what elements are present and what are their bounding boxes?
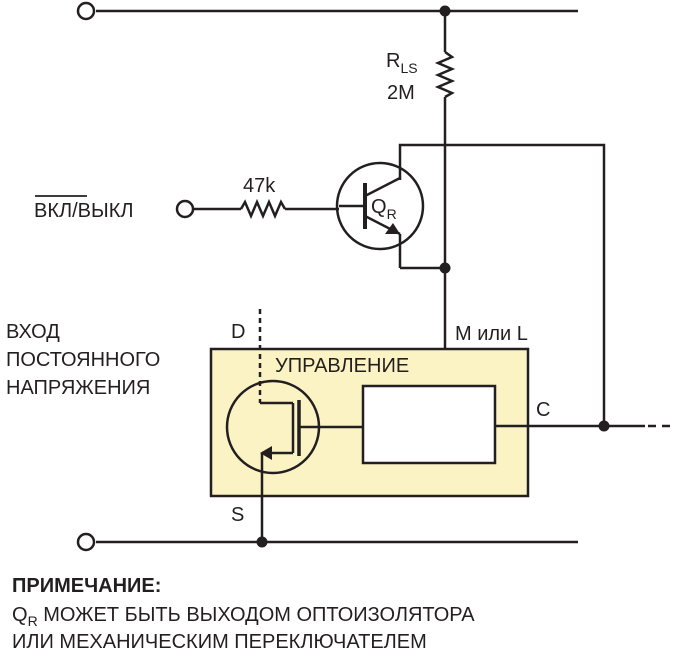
collector-wire [398, 143, 606, 426]
transistor-qr-label: QR [371, 196, 397, 222]
resistor-47k [193, 198, 339, 220]
resistor-rls [434, 11, 456, 268]
resistor-rls-name: RLS [386, 50, 418, 76]
note-title: ПРИМЕЧАНИЕ: [12, 575, 162, 597]
pin-c-label: C [536, 399, 550, 421]
pin-m-or-l-label: M или L [455, 323, 528, 345]
bottom-rail-junction [256, 536, 268, 548]
on-off-bar-text: ВКЛ [34, 200, 72, 222]
note-line2: ИЛИ МЕХАНИЧЕСКИМ ПЕРЕКЛЮЧАТЕЛЕМ [12, 631, 427, 653]
mosfet [225, 379, 363, 495]
dc-input-line1: ВХОД [6, 321, 60, 343]
pin-d-label: D [231, 321, 245, 343]
on-off-terminal [175, 199, 195, 219]
bottom-rail-terminal [76, 532, 96, 552]
control-label: УПРАВЛЕНИЕ [275, 355, 409, 377]
top-rail-terminal [76, 1, 96, 21]
note-line1: QR МОЖЕТ БЫТЬ ВЫХОДОМ ОПТОИЗОЛЯТОРА [12, 604, 475, 629]
dc-input-line3: НАПРЯЖЕНИЯ [6, 377, 150, 399]
mosfet-arrow [260, 446, 272, 460]
transistor-emitter-arrow [385, 223, 400, 234]
resistor-rls-value: 2M [387, 82, 415, 104]
pin-s-label: S [231, 504, 244, 526]
control-block [361, 384, 497, 465]
on-off-input-label: ВКЛ/ВЫКЛ [34, 200, 134, 222]
output-junction [598, 420, 610, 432]
resistor-47k-value: 47k [243, 175, 276, 197]
bottom-rail [96, 495, 578, 544]
dc-input-line2: ПОСТОЯННОГО [6, 349, 160, 371]
